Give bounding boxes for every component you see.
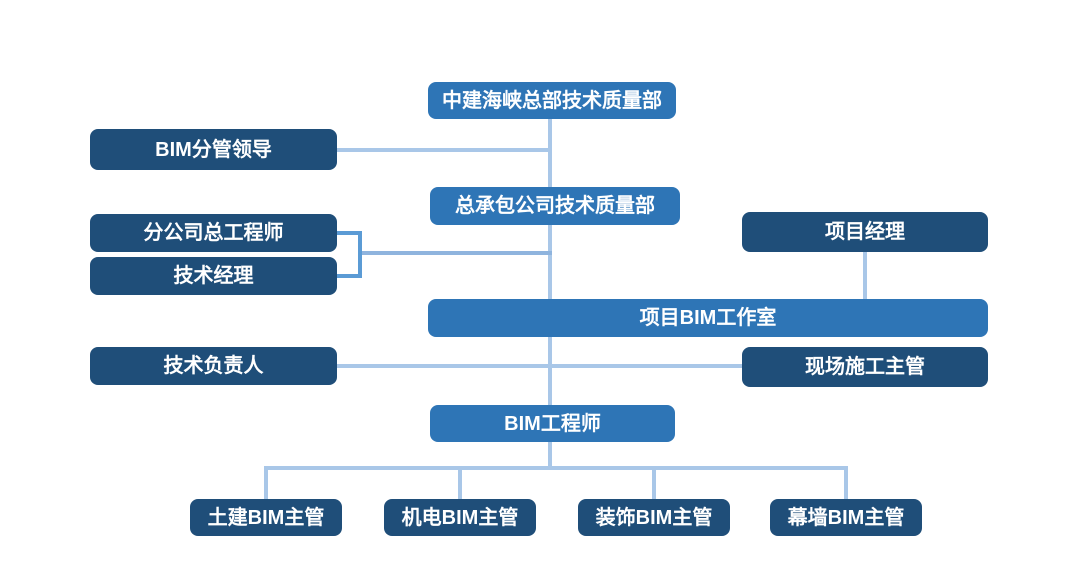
connector-bottom-branch: [264, 466, 848, 470]
node-curtain-bim-supervisor: 幕墙BIM主管: [770, 499, 922, 536]
node-bim-studio: 项目BIM工作室: [428, 299, 988, 337]
connector-project-manager-to-bim-studio: [863, 252, 867, 301]
connector-bracket-to-trunk: [362, 251, 552, 255]
connector-bracket-stub-tech-manager: [337, 274, 362, 278]
connector-bim-studio-to-bim-engineer: [548, 337, 552, 407]
connector-drop-civil: [264, 466, 268, 499]
node-bim-engineer: BIM工程师: [430, 405, 675, 442]
connector-drop-mep: [458, 470, 462, 499]
node-hq-tech-quality-dept: 中建海峡总部技术质量部: [428, 82, 676, 119]
node-project-manager: 项目经理: [742, 212, 988, 252]
node-tech-manager: 技术经理: [90, 257, 337, 295]
connector-hq-to-gc-dept: [548, 118, 552, 189]
connector-bracket-stub-branch-chief: [337, 231, 362, 235]
node-mep-bim-supervisor: 机电BIM主管: [384, 499, 536, 536]
node-civil-bim-supervisor: 土建BIM主管: [190, 499, 342, 536]
node-branch-chief-engineer: 分公司总工程师: [90, 214, 337, 252]
node-gc-tech-quality-dept: 总承包公司技术质量部: [430, 187, 680, 225]
connector-tech-lead-to-site-supervisor: [337, 364, 742, 368]
connector-drop-curtain: [844, 466, 848, 499]
connector-gc-dept-to-bim-studio: [548, 224, 552, 301]
node-site-supervisor: 现场施工主管: [742, 347, 988, 387]
connector-bim-engineer-drop: [548, 442, 552, 468]
node-bim-leader: BIM分管领导: [90, 129, 337, 170]
connector-bracket-vertical: [358, 231, 362, 278]
node-deco-bim-supervisor: 装饰BIM主管: [578, 499, 730, 536]
connector-drop-deco: [652, 470, 656, 499]
connector-bim-leader-to-trunk: [337, 148, 548, 152]
node-tech-lead: 技术负责人: [90, 347, 337, 385]
